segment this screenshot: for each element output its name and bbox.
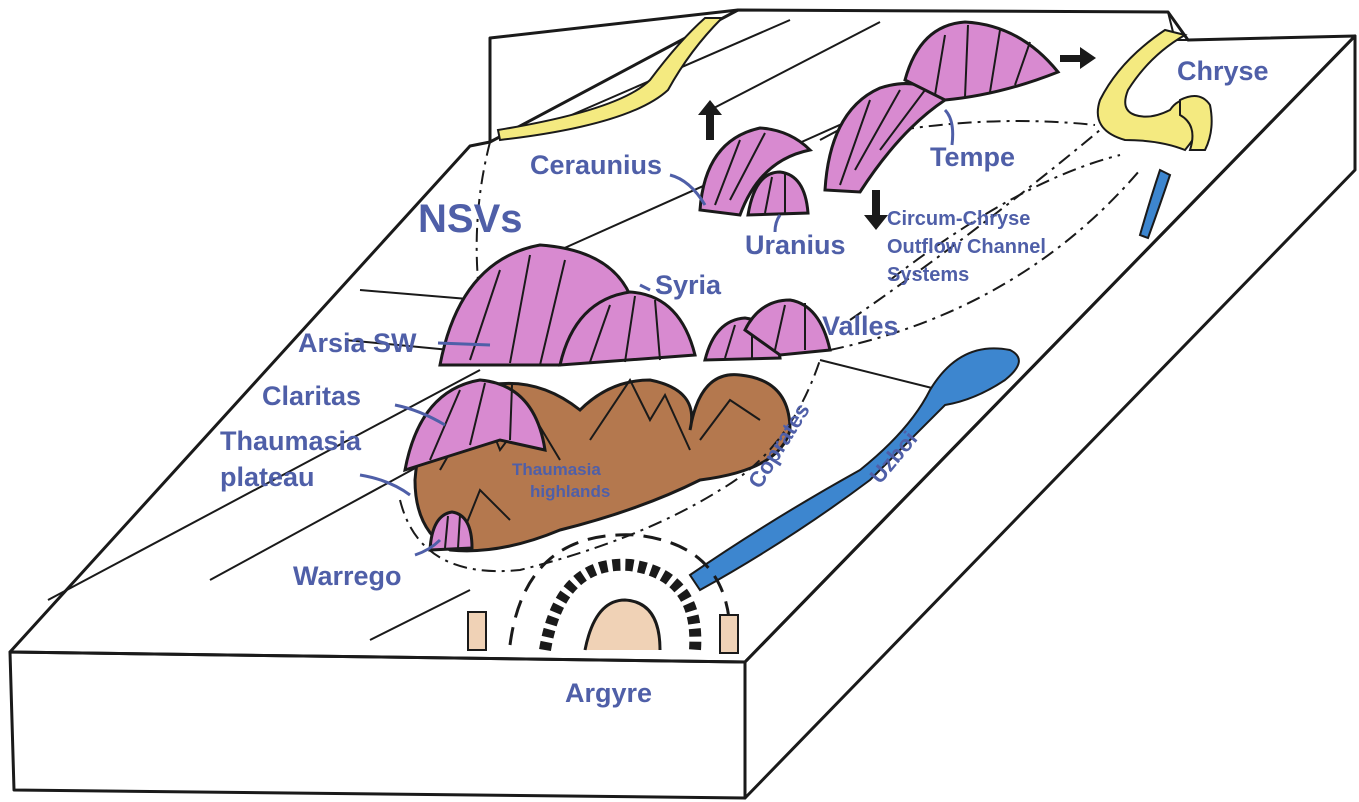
chryse-channel xyxy=(1098,30,1203,150)
arrow-south-icon xyxy=(864,190,888,230)
label-circum-line3: Systems xyxy=(887,264,969,286)
block-front-face xyxy=(10,652,745,798)
label-arsia: Arsia SW xyxy=(298,328,417,358)
label-claritas: Claritas xyxy=(262,381,361,411)
label-chryse: Chryse xyxy=(1177,56,1269,86)
tempe-volcano-2 xyxy=(905,22,1058,100)
label-valles: Valles xyxy=(822,311,899,341)
label-circum-line1: Circum-Chryse xyxy=(887,208,1030,230)
label-uzboi: Uzboi xyxy=(865,426,923,488)
label-syria: Syria xyxy=(655,270,722,300)
label-thaumasia-plateau-line2: plateau xyxy=(220,462,315,492)
label-warrego: Warrego xyxy=(293,561,402,591)
label-thaumasia-highlands-line1: Thaumasia xyxy=(512,460,601,479)
label-thaumasia-highlands-line2: highlands xyxy=(530,482,610,501)
label-thaumasia-plateau-line1: Thaumasia xyxy=(220,426,362,456)
label-tempe: Tempe xyxy=(930,142,1015,172)
label-argyre: Argyre xyxy=(565,678,652,708)
label-ceraunius: Ceraunius xyxy=(530,150,662,180)
arrow-east-icon xyxy=(1060,47,1096,69)
label-uranius: Uranius xyxy=(745,230,846,260)
argyre-basin xyxy=(468,535,738,653)
label-circum-line2: Outflow Channel xyxy=(887,236,1046,258)
chryse-blue-channel xyxy=(1140,170,1170,238)
label-nsvs: NSVs xyxy=(418,197,523,241)
